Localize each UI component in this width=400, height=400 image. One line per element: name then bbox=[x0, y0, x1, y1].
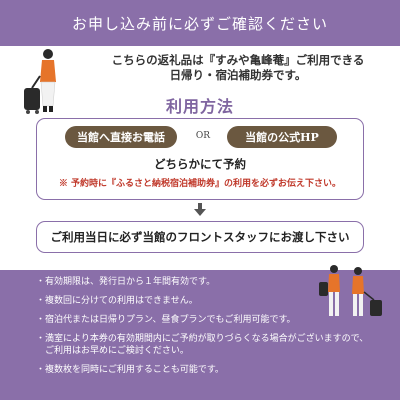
usage-box: 当館へ直接お電話 OR 当館の公式HP どちらかにて予約 ※ 予約時に『ふるさと… bbox=[36, 118, 364, 200]
traveler-icon bbox=[24, 49, 56, 114]
phone-reservation-badge: 当館へ直接お電話 bbox=[65, 126, 177, 148]
travelers-icon bbox=[319, 265, 382, 316]
rule-item: ・有効期限は、発行日から１年間有効です。 bbox=[36, 277, 216, 287]
rule-item: ・複数枚を同時にご利用することも可能です。 bbox=[36, 365, 224, 375]
handover-box: ご利用当日に必ず当館のフロントスタッフにお渡し下さい bbox=[36, 221, 364, 253]
rule-item: ご利用はお早めにご検討ください。 bbox=[36, 346, 189, 356]
down-arrow-icon bbox=[194, 203, 206, 216]
usage-title: 利用方法 bbox=[165, 97, 234, 116]
rule-item: ・満室により本券の有効期間内にご予約が取りづらくなる場合がございますので、 bbox=[36, 334, 369, 344]
rules-list: ・有効期限は、発行日から１年間有効です。 ・複数回に分けての利用はできません。 … bbox=[36, 276, 376, 383]
intro-line-1: こちらの返礼品は『すみや亀峰菴』ご利用できる bbox=[111, 53, 365, 67]
rule-item: ・宿泊代または日帰りプラン、昼食プランでもご利用可能です。 bbox=[36, 315, 296, 325]
main-section: こちらの返礼品は『すみや亀峰菴』ご利用できる 日帰り・宿泊補助券です。 利用方法… bbox=[0, 46, 400, 270]
website-reservation-badge: 当館の公式HP bbox=[227, 126, 337, 148]
either-text: どちらかにて予約 bbox=[154, 157, 246, 171]
intro-line-2: 日帰り・宿泊補助券です。 bbox=[169, 68, 307, 82]
intro-text: こちらの返礼品は『すみや亀峰菴』ご利用できる 日帰り・宿泊補助券です。 bbox=[88, 53, 388, 83]
header-title: お申し込み前に必ずご確認ください bbox=[71, 14, 328, 33]
reservation-note: ※ 予約時に『ふるさと納税宿泊補助券』の利用を必ずお伝え下さい。 bbox=[58, 179, 342, 189]
or-label: OR bbox=[195, 131, 211, 141]
rules-section: ・有効期限は、発行日から１年間有効です。 ・複数回に分けての利用はできません。 … bbox=[0, 265, 400, 400]
handover-text: ご利用当日に必ず当館のフロントスタッフにお渡し下さい bbox=[50, 230, 350, 244]
rule-item: ・複数回に分けての利用はできません。 bbox=[36, 296, 198, 306]
header-banner: お申し込み前に必ずご確認ください bbox=[0, 0, 400, 46]
